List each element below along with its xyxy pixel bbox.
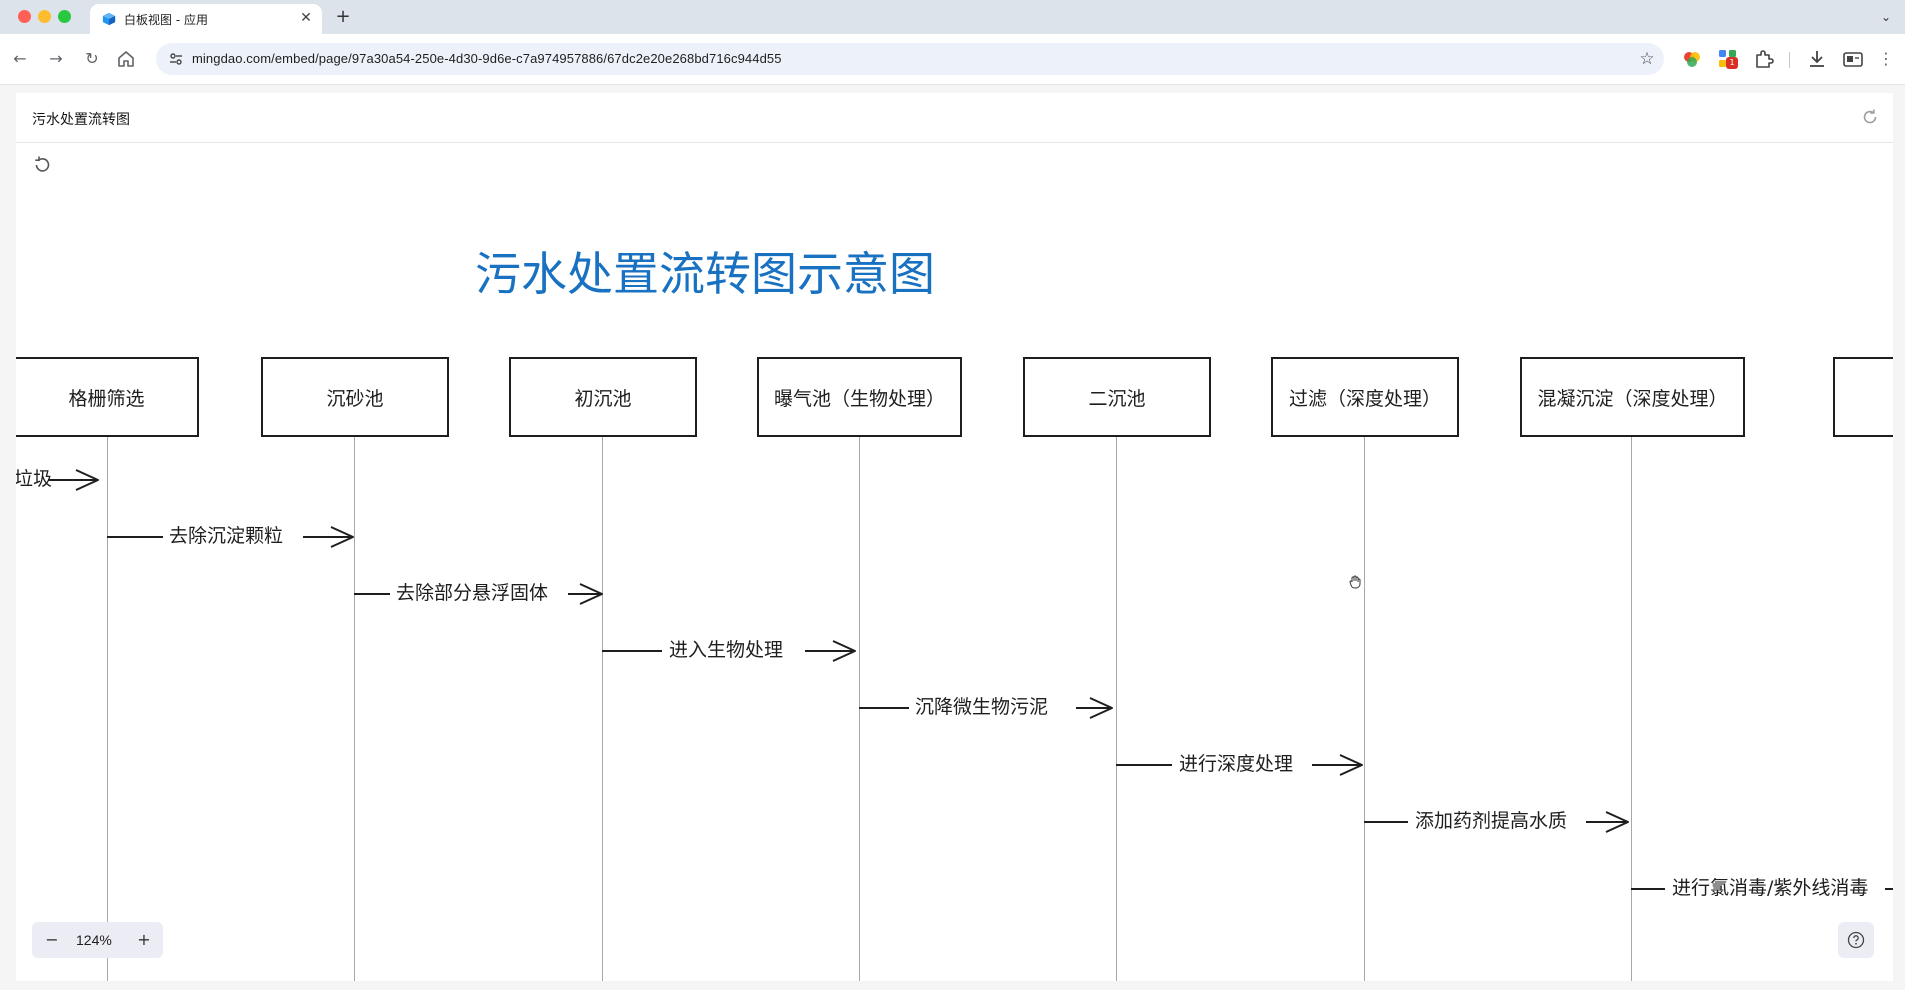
message-arrow[interactable]: 添加药剂提高水质 [1364,809,1631,833]
site-settings-icon[interactable] [168,51,184,67]
reload-icon[interactable]: ↻ [85,49,99,68]
arrow-right-icon [568,583,603,605]
browser-tab-strip: 白板视图 - 应用 ✕ + ⌄ [0,0,1905,34]
browser-toolbar: ← → ↻ mingdao.com/embed/page/97a30a54-25… [0,34,1905,85]
stage-box[interactable]: 过滤（深度处理） [1271,357,1459,437]
message-line [1364,821,1408,823]
message-arrow[interactable]: 进入生物处理 [602,638,859,662]
home-icon[interactable] [116,49,136,69]
question-circle-icon [1847,931,1865,949]
stage-box[interactable]: 二沉池 [1023,357,1211,437]
grid-icon [1719,50,1736,67]
stage-box[interactable]: 混凝沉淀（深度处理） [1520,357,1745,437]
lifeline-3 [602,437,603,981]
message-label: 去除部分悬浮固体 [396,581,549,605]
lifeline-4 [859,437,860,981]
message-label: 进行氯消毒/紫外线消毒 [1672,876,1869,900]
diagram-title[interactable]: 污水处置流转图示意图 [475,247,935,301]
arrow-right-icon [1312,754,1363,776]
refresh-icon[interactable] [1860,107,1880,127]
message-line [602,650,662,652]
arrow-right-icon [1076,697,1113,719]
zoom-level[interactable]: 124% [76,932,112,948]
tab-close-icon[interactable]: ✕ [300,10,312,26]
extension-grid-icon[interactable]: 1 [1716,47,1740,71]
message-line [859,707,909,709]
message-line [107,536,163,538]
extension-badge: 1 [1726,57,1738,69]
window-minimize-button[interactable] [38,10,51,23]
card-header: 污水处置流转图 [16,93,1893,143]
message-arrow[interactable]: 去除沉淀颗粒 [107,524,354,548]
message-label: 垃圾 [16,467,53,491]
message-line [354,593,390,595]
stage-box[interactable]: 格栅筛选 [16,357,199,437]
window-maximize-button[interactable] [58,10,71,23]
whiteboard-canvas[interactable]: 污水处置流转图示意图 格栅筛选 沉砂池 初沉池 曝气池（生物处理） 二沉池 过滤… [16,143,1893,981]
profile-card-icon[interactable] [1841,47,1865,71]
message-line [1885,888,1893,890]
url-text: mingdao.com/embed/page/97a30a54-250e-4d3… [192,51,782,66]
app-cube-icon [102,12,116,26]
message-line [1116,764,1172,766]
tab-search-chevron-icon[interactable]: ⌄ [1880,10,1892,24]
zoom-in-button[interactable]: + [137,930,151,949]
browser-tab-active[interactable]: 白板视图 - 应用 ✕ [90,4,322,34]
message-arrow[interactable]: 垃圾 [16,467,106,491]
arrow-right-icon [1586,811,1629,833]
message-arrow[interactable]: 进行氯消毒/紫外线消毒 [1631,876,1893,900]
hand-cursor-icon [1349,575,1361,589]
message-arrow[interactable]: 进行深度处理 [1116,752,1364,776]
zoom-control: − 124% + [32,922,163,958]
toolbar-separator [1789,52,1790,68]
message-arrow[interactable]: 去除部分悬浮固体 [354,581,603,605]
lifeline-5 [1116,437,1117,981]
bookmark-star-icon[interactable]: ☆ [1639,49,1655,69]
download-icon[interactable] [1805,47,1829,71]
arrow-right-icon [48,469,99,491]
forward-arrow-icon[interactable]: → [49,49,63,68]
reset-view-icon[interactable] [30,153,54,177]
message-line [1631,888,1665,890]
stage-box[interactable]: 初沉池 [509,357,697,437]
message-label: 沉降微生物污泥 [915,695,1049,719]
stage-box[interactable]: 曝气池（生物处理） [757,357,962,437]
help-button[interactable] [1838,922,1874,958]
tab-title: 白板视图 - 应用 [124,13,208,27]
back-arrow-icon[interactable]: ← [13,49,27,68]
message-label: 去除沉淀颗粒 [169,524,284,548]
stage-box[interactable] [1833,357,1893,437]
message-label: 添加药剂提高水质 [1415,809,1568,833]
lifeline-6 [1364,437,1365,981]
extensions-puzzle-icon[interactable] [1752,47,1776,71]
window-close-button[interactable] [18,10,31,23]
extension-color-icon[interactable] [1680,47,1704,71]
arrow-right-icon [303,526,354,548]
lifeline-7 [1631,437,1632,981]
stage-box[interactable]: 沉砂池 [261,357,449,437]
arrow-right-icon [805,640,856,662]
message-label: 进行深度处理 [1179,752,1294,776]
zoom-out-button[interactable]: − [45,930,59,949]
message-label: 进入生物处理 [669,638,784,662]
lifeline-2 [354,437,355,981]
message-arrow[interactable]: 沉降微生物污泥 [859,695,1116,719]
browser-menu-icon[interactable]: ⋮ [1878,49,1894,68]
new-tab-button[interactable]: + [335,6,351,27]
card-title: 污水处置流转图 [32,112,130,128]
whiteboard-card: 污水处置流转图 污水处置流转图示意图 格栅筛选 沉砂池 初沉池 曝气池（生物处理… [16,93,1893,981]
address-bar[interactable]: mingdao.com/embed/page/97a30a54-250e-4d3… [156,43,1664,75]
lifeline-1 [107,437,108,981]
